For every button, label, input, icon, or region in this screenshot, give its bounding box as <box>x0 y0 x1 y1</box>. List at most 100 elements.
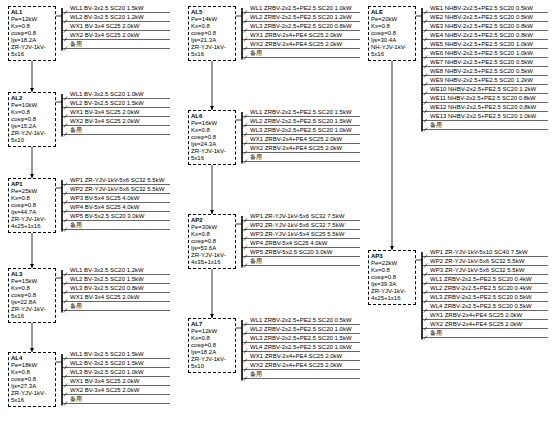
breaker-symbol <box>64 402 67 406</box>
breaker-symbol <box>64 210 67 214</box>
panel-name: ALE <box>371 9 413 16</box>
breaker-symbol <box>244 323 247 327</box>
feeder-label: WL2 BV-3x2.5 SC20 1.2kW <box>69 14 145 21</box>
breaker-symbol <box>64 309 67 313</box>
distribution-panel: ALEPe=20kW Kx=0.8 cosφ=0.8 Ijs=30.4ANH-Y… <box>368 6 416 61</box>
feeder-line <box>242 161 360 162</box>
distribution-panel: AL2Pe=10kW Kx=0.8 cosφ=0.8 Ijs=15.2AZR-Y… <box>8 92 56 147</box>
feeder-label: WX1 BV-3x4 SC25 2.0kW <box>69 109 140 116</box>
breaker-symbol <box>424 38 427 42</box>
breaker-symbol <box>64 183 67 187</box>
feeder-label: WX2 BV-3x4 SC25 2.0kW <box>69 118 140 125</box>
load-parameters: Pe=14kW Kx=0.8 cosφ=0.8 Ijs=21.3A <box>191 16 233 44</box>
breaker-symbol <box>64 124 67 128</box>
breaker-symbol <box>244 11 247 15</box>
breaker-symbol <box>244 160 247 164</box>
breaker-symbol <box>424 29 427 33</box>
breaker-symbol <box>424 110 427 114</box>
feeder-label: WP1 ZR-YJV-1kV-5x6 SC32 5.5kW <box>69 177 165 184</box>
feeder-label: WP3 ZR-YJV-1kV-5x4 SC25 5.5kW <box>249 231 345 238</box>
feeder-line <box>62 48 170 49</box>
panel-name: AL1 <box>11 9 53 16</box>
breaker-symbol <box>424 282 427 286</box>
breaker-symbol <box>64 357 67 361</box>
incoming-line <box>56 362 62 363</box>
feeder-label: WX2 ZRBV-2x4+PE4 SC25 2.0kW <box>249 41 343 48</box>
breaker-symbol <box>244 115 247 119</box>
load-parameters: Pe=30kW Kx=0.8 cosφ=0.8 Ijs=53.6A <box>191 224 233 252</box>
distribution-panel: AP3Pe=22kW Kx=0.8 cosφ=0.8 Ijs=39.3AZR-Y… <box>368 250 416 305</box>
breaker-symbol <box>424 336 427 340</box>
busbar <box>421 8 423 132</box>
feeder-label: WL2 BV-3x2.5 SC20 1.5kW <box>69 276 145 283</box>
load-parameters: Pe=25kW Kx=0.8 cosφ=0.8 Ijs=44.7A <box>11 188 53 216</box>
busbar <box>61 8 63 51</box>
breaker-symbol <box>424 65 427 69</box>
breaker-symbol <box>424 119 427 123</box>
feeder-label: WX1 ZRBV-2x4+PE4 SC25 2.0kW <box>249 136 343 143</box>
feeder-label: WE1 NHBV-2x2.5+PE2.5 SC20 0.5kW <box>429 5 534 12</box>
feeder-label: WE12 NHBV-2x2.5+PE2.5 SC20 0.8kW <box>429 104 537 111</box>
feeder-label: WE2 NHBV-2x2.5+PE2.5 SC20 0.5kW <box>429 14 534 21</box>
feeder-label: WL3 ZRBV-2x2.5+PE2.5 SC20 1.5kW <box>249 335 353 342</box>
busbar <box>61 354 63 406</box>
panel-name: AP1 <box>11 181 53 188</box>
breaker-symbol <box>424 47 427 51</box>
feeder-label: WL2 ZRBV-2x2.5+PE2.5 SC20 0.4kW <box>429 285 533 292</box>
feeder-label: WL3 ZRBV-2x2.5+PE2.5 SC20 0.5kW <box>429 294 533 301</box>
breaker-symbol <box>244 246 247 250</box>
feeder-label: WX1 BV-3x4 SC25 2.0kW <box>69 23 140 30</box>
feeder-line <box>62 310 170 311</box>
load-parameters: Pe=12kW Kx=0.8 cosφ=0.8 Ijs=18.2A <box>191 328 233 356</box>
incoming-cable: ZR-YJV-1kV-5x16 <box>191 148 233 162</box>
feeder-line <box>62 403 170 404</box>
breaker-symbol <box>244 142 247 146</box>
feeder-label: WL1 ZRBV-2x2.5+PE2.5 SC20 1.0kW <box>249 5 353 12</box>
breaker-symbol <box>64 201 67 205</box>
breaker-symbol <box>424 300 427 304</box>
feeder-label: WL2 ZRBV-2x2.5+PE2.5 SC20 1.0kW <box>249 326 353 333</box>
breaker-symbol <box>64 300 67 304</box>
feeder-connector <box>212 269 213 318</box>
feeder-label: WP3 BV-5x4 SC25 4.0kW <box>69 195 140 202</box>
busbar <box>61 94 63 137</box>
panel-name: AL5 <box>191 9 233 16</box>
breaker-symbol <box>64 29 67 33</box>
breaker-symbol <box>244 237 247 241</box>
breaker-symbol <box>244 341 247 345</box>
breaker-symbol <box>424 11 427 15</box>
breaker-symbol <box>244 133 247 137</box>
feeder-label: WX2 ZRBV-2x4+PE4 SC25 2.0kW <box>249 362 343 369</box>
feeder-label: WX2 ZRBV-2x4+PE4 SC25 2.0kW <box>249 145 343 152</box>
incoming-line <box>56 102 62 103</box>
panel-name: AL4 <box>11 355 53 362</box>
breaker-symbol <box>64 20 67 24</box>
breaker-symbol <box>64 133 67 137</box>
breaker-symbol <box>64 219 67 223</box>
feeder-label: WX2 ZRBV-2x4+PE4 SC25 2.0kW <box>429 321 523 328</box>
breaker-symbol <box>244 151 247 155</box>
feeder-label: WE6 NHBV-2x2.5+PE2.5 SC20 1.0kW <box>429 50 534 57</box>
breaker-symbol <box>64 273 67 277</box>
feeder-label: 备用 <box>69 303 83 310</box>
feeder-label: WL2 ZRBV-2x2.5+PE2.5 SC20 1.5kW <box>249 118 353 125</box>
feeder-label: WL3 BV-3x2.5 SC20 0.8kW <box>69 285 145 292</box>
incoming-line <box>236 328 242 329</box>
breaker-symbol <box>424 83 427 87</box>
breaker-symbol <box>424 101 427 105</box>
distribution-panel: AL7Pe=12kW Kx=0.8 cosφ=0.8 Ijs=18.2AZR-Y… <box>188 318 236 373</box>
load-parameters: Pe=16kW Kx=0.8 cosφ=0.8 Ijs=24.3A <box>191 120 233 148</box>
feeder-label: WX1 ZRBV-2x4+PE4 SC25 2.0kW <box>249 32 343 39</box>
feeder-label: WL4 ZRBV-2x2.5+PE2.5 SC20 1.0kW <box>249 344 353 351</box>
feeder-label: WP4 BV-5x4 SC25 4.0kW <box>69 204 140 211</box>
breaker-symbol <box>424 318 427 322</box>
feeder-label: WL4 ZRBV-2x2.5+PE2.5 SC20 0.5kW <box>429 303 533 310</box>
feeder-label: WP2 ZR-YJV-1kV-5x6 SC32 5.5kW <box>69 186 165 193</box>
feeder-label: WE7 NHBV-2x2.5+PE2.5 SC20 0.5kW <box>429 59 534 66</box>
panel-name: AP2 <box>191 217 233 224</box>
breaker-symbol <box>64 47 67 51</box>
breaker-symbol <box>424 255 427 259</box>
feeder-line <box>62 134 170 135</box>
breaker-symbol <box>64 106 67 110</box>
feeder-label: WE13 NHBV-2x2.5+PE2.5 SC20 1.0kW <box>429 113 537 120</box>
